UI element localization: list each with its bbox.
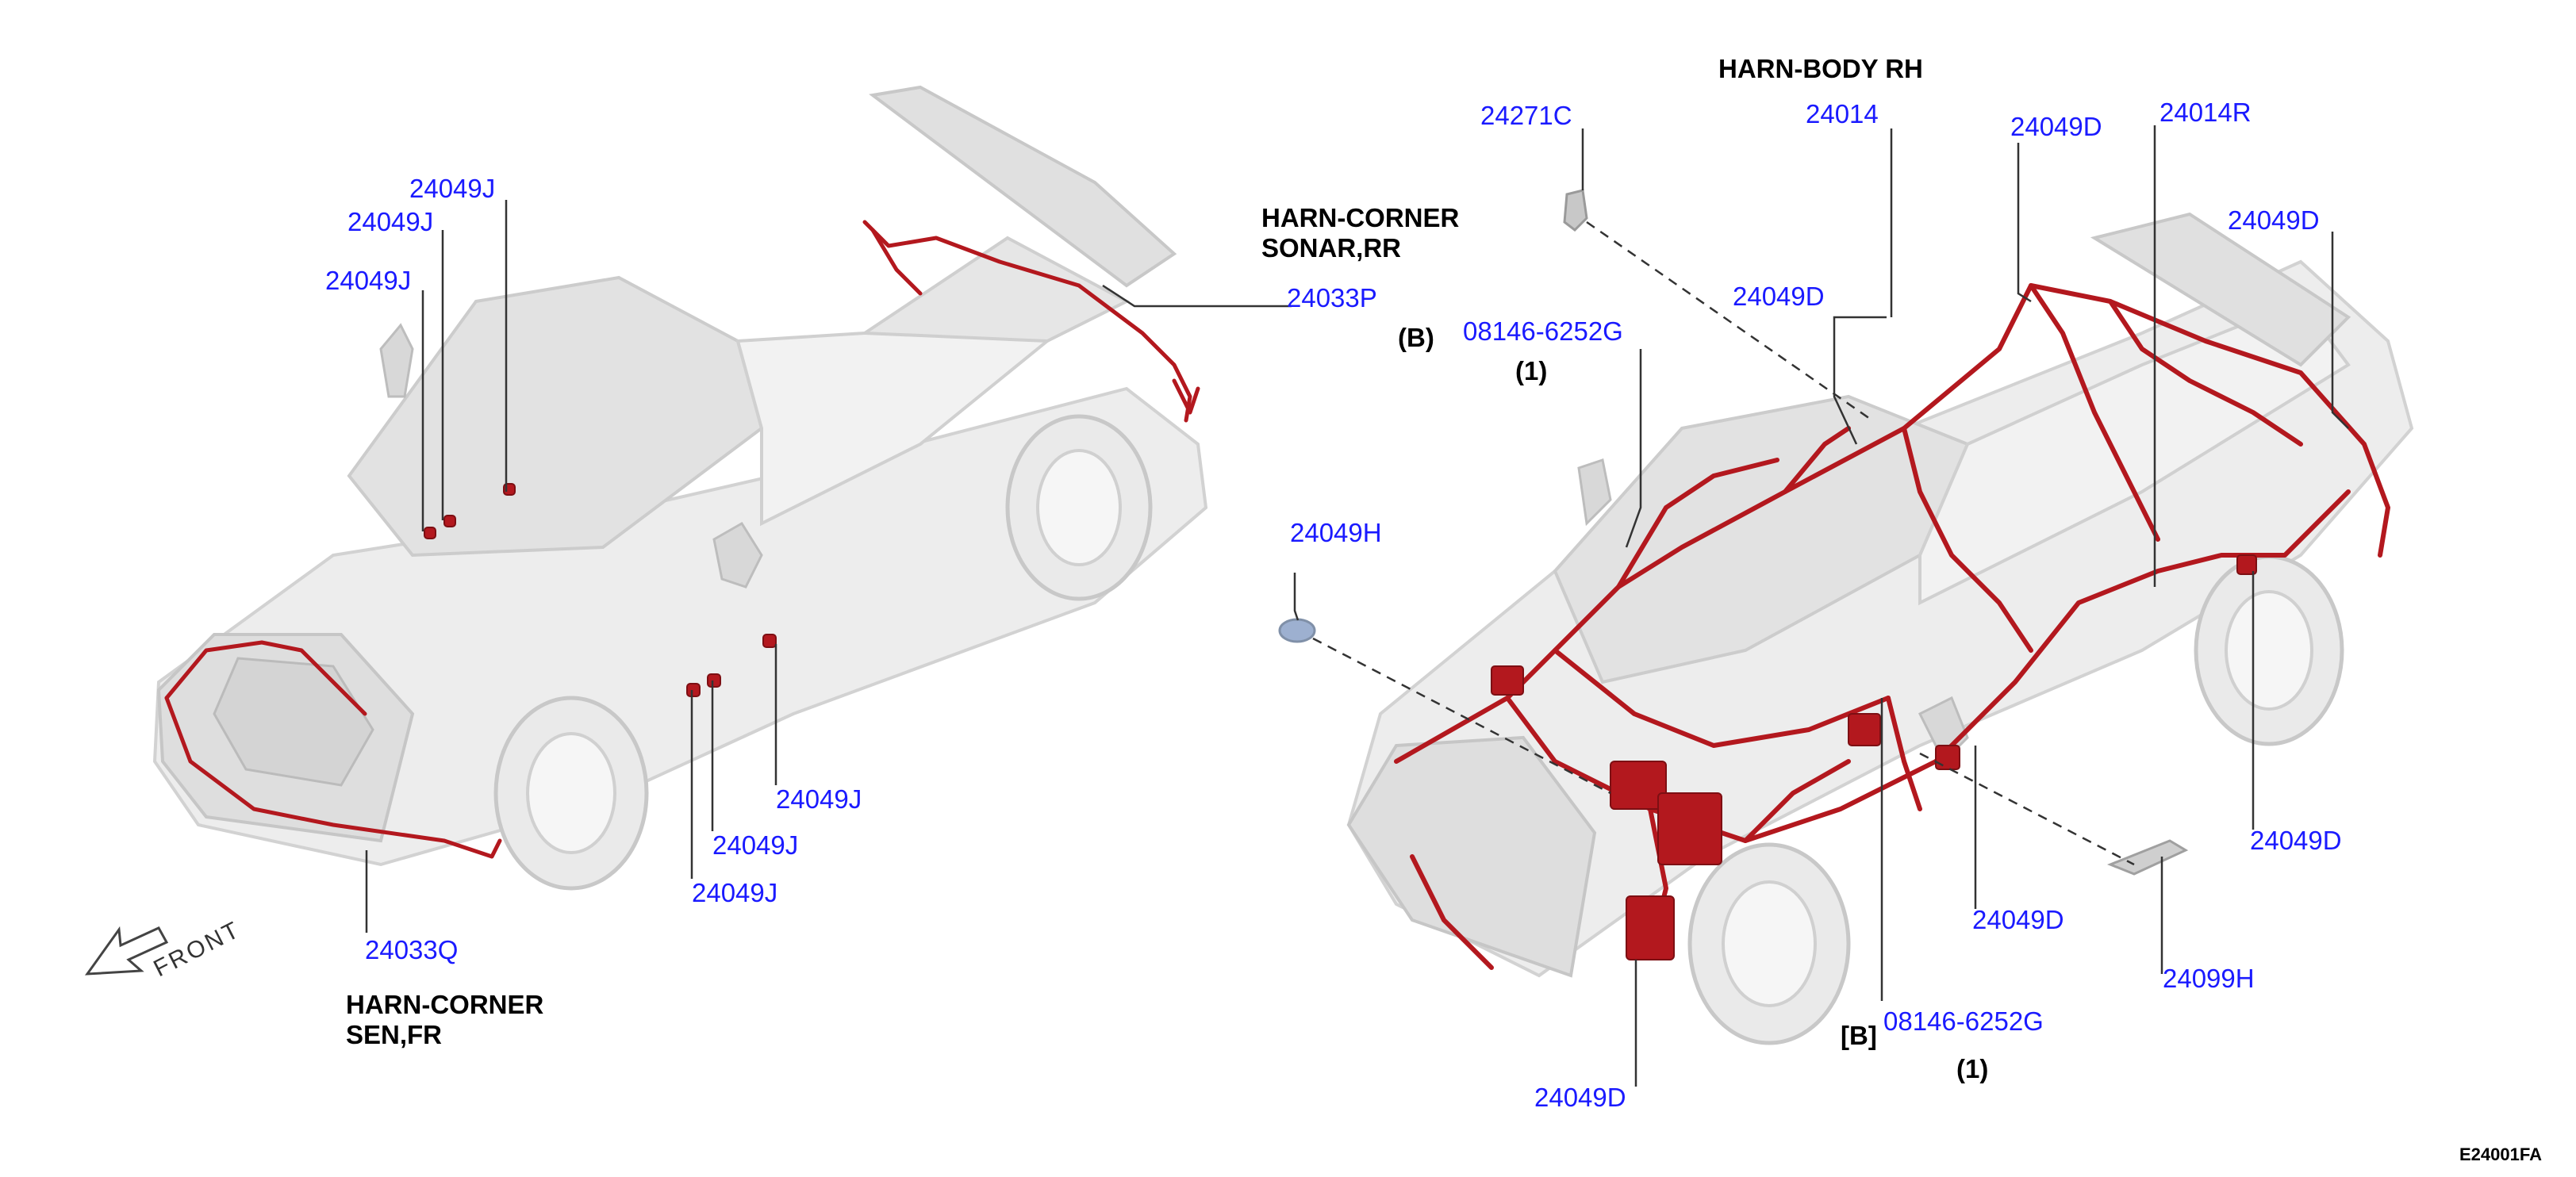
ref-qty-1-b: (1) xyxy=(1956,1054,1989,1083)
part-number-08146-6252G[interactable]: 08146-6252G xyxy=(1883,1006,2044,1036)
part-number-24033P[interactable]: 24033P xyxy=(1287,283,1377,312)
title-harn-body-rh: HARN-BODY RH xyxy=(1718,54,1923,83)
part-number-24014[interactable]: 24014 xyxy=(1806,99,1879,128)
part-number-24049D[interactable]: 24049D xyxy=(1733,282,1825,311)
ref-b-paren: (B) xyxy=(1398,323,1434,352)
part-number-24049J[interactable]: 24049J xyxy=(409,174,496,203)
front-arrow-icon xyxy=(84,926,169,976)
part-number-24049J[interactable]: 24049J xyxy=(692,878,778,907)
ref-b-bracket: [B] xyxy=(1841,1021,1877,1050)
loose-parts xyxy=(1278,189,2189,876)
part-number-08146-6252G[interactable]: 08146-6252G xyxy=(1463,316,1623,346)
part-number-24049D[interactable]: 24049D xyxy=(2010,112,2102,141)
part-number-24049J[interactable]: 24049J xyxy=(347,207,434,236)
dashed-guides xyxy=(1312,220,2135,866)
title-harn-corner-sen-fr-line1: HARN-CORNER xyxy=(346,990,544,1019)
figure-code: E24001FA xyxy=(2459,1144,2542,1164)
part-number-24049D[interactable]: 24049D xyxy=(1534,1083,1626,1112)
title-harn-corner-sen-fr-line2: SEN,FR xyxy=(346,1020,443,1049)
part-number-24014R[interactable]: 24014R xyxy=(2159,98,2252,127)
part-number-24271C[interactable]: 24271C xyxy=(1480,101,1572,130)
part-number-24049D[interactable]: 24049D xyxy=(1972,905,2064,934)
part-number-24049J[interactable]: 24049J xyxy=(776,784,862,814)
part-number-24049D[interactable]: 24049D xyxy=(2250,826,2342,855)
title-harn-corner-sonar-rr-line2: SONAR,RR xyxy=(1261,233,1402,263)
part-number-24033Q[interactable]: 24033Q xyxy=(365,935,459,964)
part-number-24049J[interactable]: 24049J xyxy=(712,830,799,860)
left-car-body xyxy=(152,85,1208,891)
ref-qty-1-a: (1) xyxy=(1515,356,1548,385)
part-number-24049D[interactable]: 24049D xyxy=(2228,205,2320,235)
left-car-harness xyxy=(164,220,1200,859)
title-harn-corner-sonar-rr-line1: HARN-CORNER xyxy=(1261,203,1460,232)
right-car-connectors xyxy=(1491,554,2257,960)
part-number-24099H[interactable]: 24099H xyxy=(2163,964,2255,993)
part-number-24049J[interactable]: 24049J xyxy=(325,266,412,295)
leader-lines xyxy=(365,125,2349,1087)
part-number-24049H[interactable]: 24049H xyxy=(1290,518,1382,547)
